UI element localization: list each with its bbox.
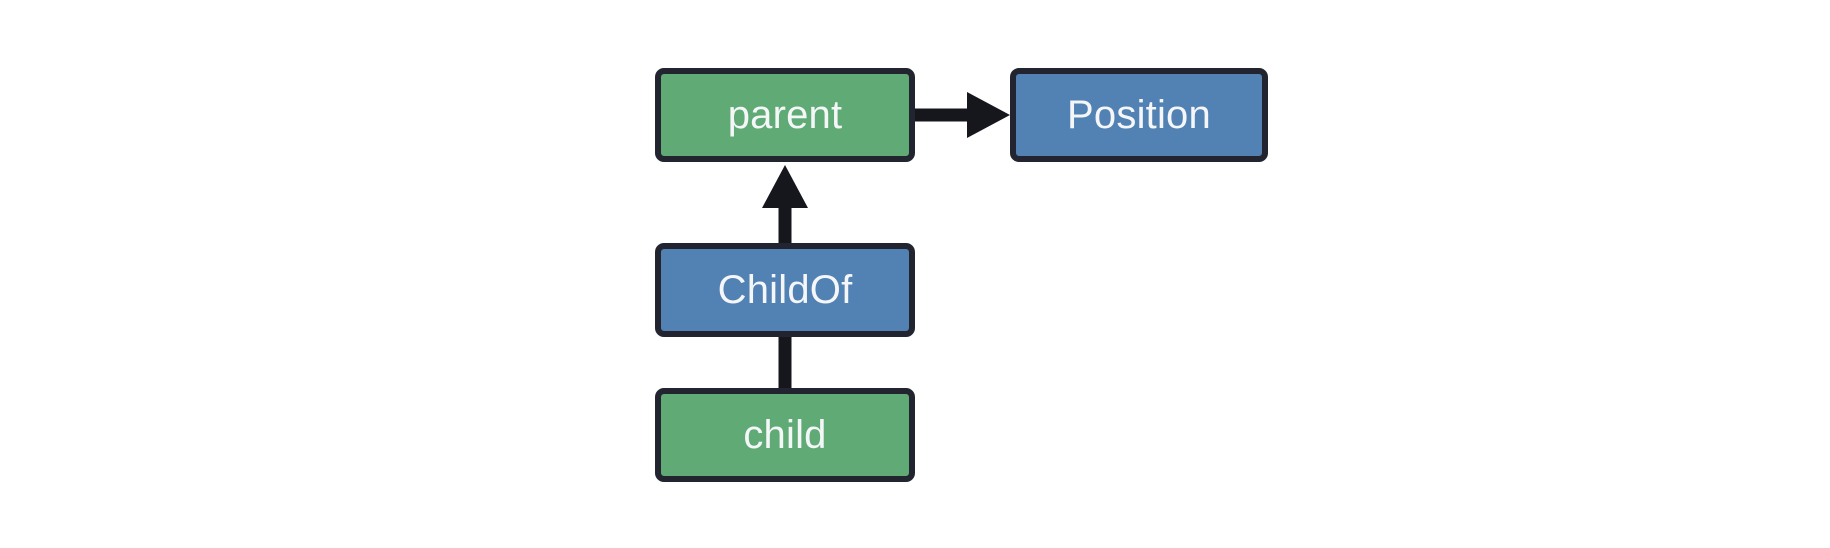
arrowhead-up-icon	[762, 165, 808, 208]
edge-parent-to-position	[913, 92, 1010, 138]
node-parent-label: parent	[727, 93, 843, 137]
node-position[interactable]: Position	[1010, 68, 1268, 162]
node-child-label: child	[743, 413, 827, 457]
node-parent[interactable]: parent	[655, 68, 915, 162]
node-position-label: Position	[1067, 93, 1211, 137]
node-child[interactable]: child	[655, 388, 915, 482]
edge-child-to-childof	[778, 333, 792, 391]
edge-childof-to-parent	[762, 165, 808, 245]
node-childof-label: ChildOf	[717, 268, 853, 312]
node-childof[interactable]: ChildOf	[655, 243, 915, 337]
arrowhead-right-icon	[967, 92, 1010, 138]
